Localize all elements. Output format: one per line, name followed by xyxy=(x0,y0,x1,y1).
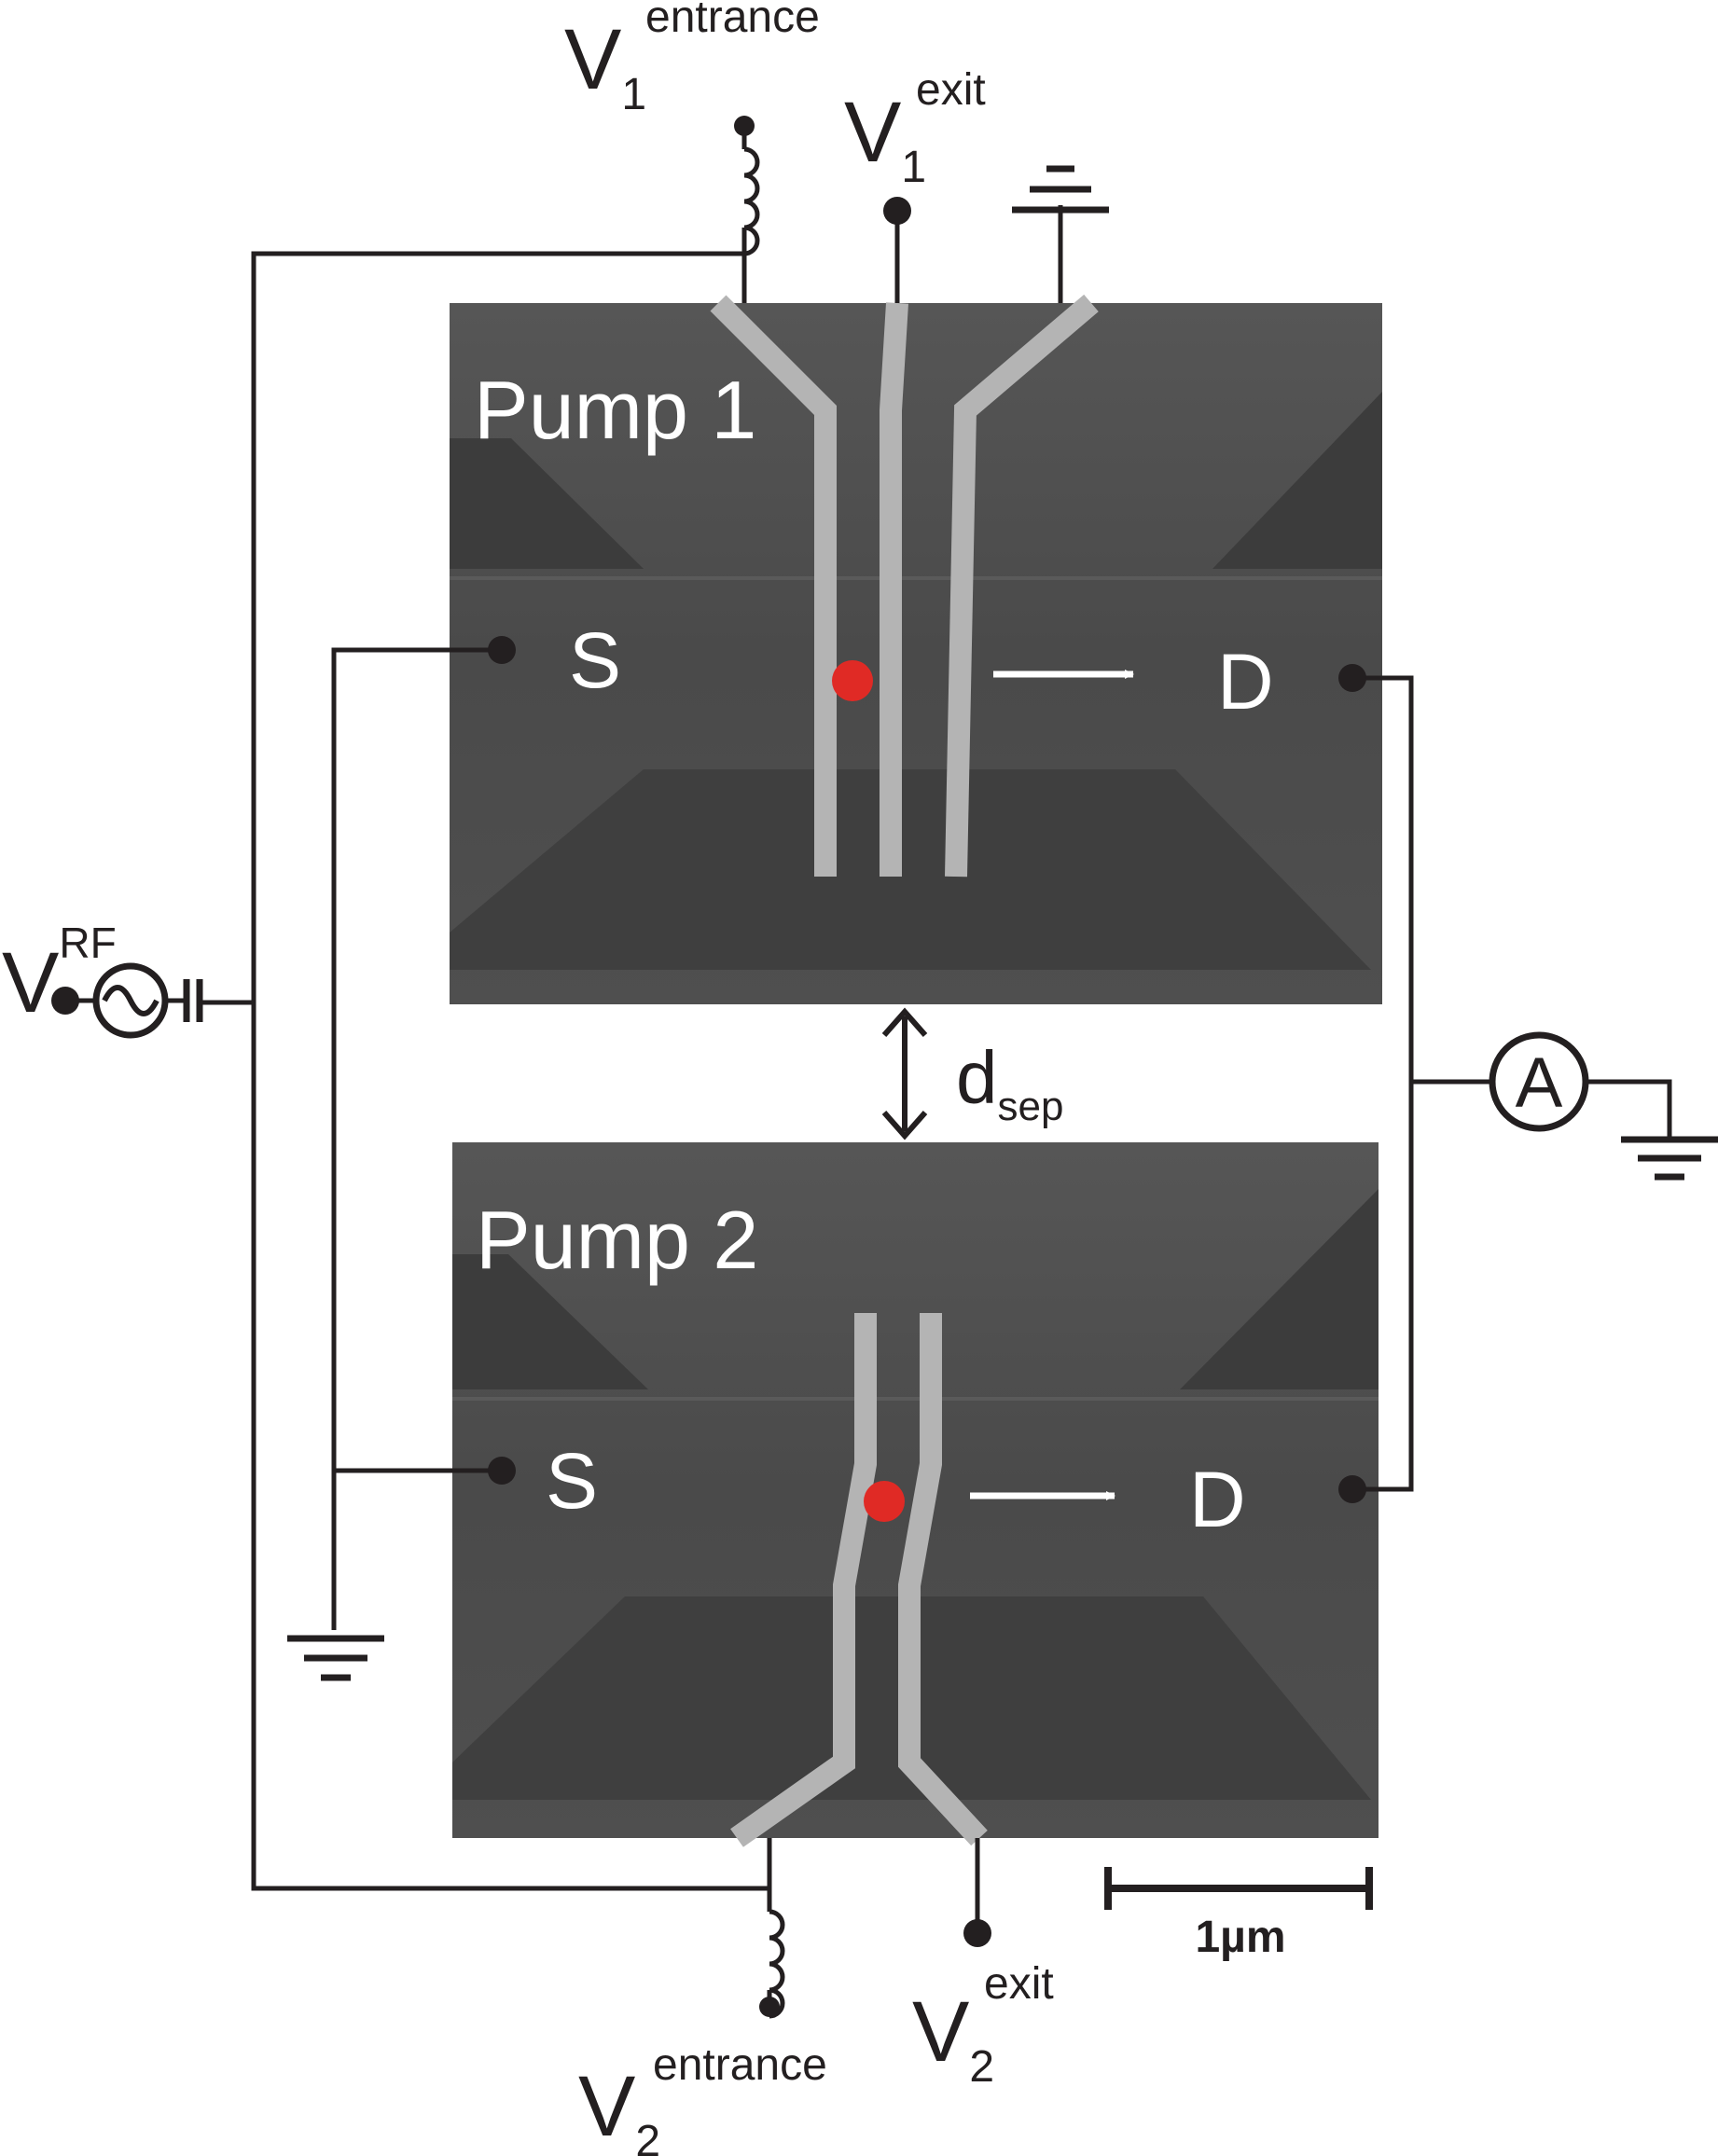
ammeter-icon xyxy=(1489,1031,1589,1132)
pump1-gate-exit xyxy=(880,302,908,877)
pump2-mesa-upper-left xyxy=(452,1254,648,1389)
v1-entrance-inductor xyxy=(743,146,760,256)
terminal-dots xyxy=(51,116,1366,2017)
v2-entrance-inductor xyxy=(769,1909,785,2019)
ground-symbols xyxy=(287,165,1718,1681)
ammeter: A xyxy=(1489,1031,1589,1132)
arrow-down-icon xyxy=(881,1111,928,1140)
arrow-up-icon xyxy=(881,1007,928,1037)
v1-exit-label: V1exit xyxy=(844,65,986,192)
v2-exit-label: V2exit xyxy=(912,1959,1054,2092)
vrf-label: VRF xyxy=(2,919,117,1030)
ground-icon-source xyxy=(287,1635,384,1681)
separation-indicator: dsep xyxy=(881,1007,1063,1140)
scale-bar: 1µm xyxy=(1104,1867,1373,1962)
pump2-mesa-upper-right xyxy=(1180,1189,1379,1389)
ground-icon-ammeter xyxy=(1621,1136,1718,1181)
rf-source xyxy=(65,962,215,1039)
pump2-source-label: S xyxy=(546,1437,598,1525)
pump1-source-label: S xyxy=(569,616,621,704)
pump1-mesa-upper-left xyxy=(450,438,644,569)
pump2-gate-exit xyxy=(898,1313,988,1846)
v1-entrance-label: V1entrance xyxy=(564,0,820,119)
ammeter-out-wire xyxy=(1587,1079,1672,1138)
ground-icon-top xyxy=(1012,165,1109,214)
scale-bar-label: 1µm xyxy=(1195,1913,1285,1962)
source-bus-wire xyxy=(331,647,502,1630)
v2-entrance-label: V2entrance xyxy=(578,2040,827,2156)
pump1-gate-entrance xyxy=(710,295,837,877)
sine-wave-icon xyxy=(102,985,159,1016)
pump1-source-terminal xyxy=(488,636,516,664)
pump2-gate-entrance xyxy=(730,1313,877,1847)
ammeter-symbol: A xyxy=(1516,1043,1563,1123)
pump2-panel: Pump 2 S D xyxy=(452,1142,1379,1847)
pump1-mesa-lower xyxy=(450,769,1371,970)
pump1-drain-label: D xyxy=(1217,638,1274,726)
pump2-source-terminal xyxy=(488,1457,516,1485)
rf-bus-wire xyxy=(251,251,772,1891)
v2-exit-terminal xyxy=(963,1919,991,1947)
pump2-drain-label: D xyxy=(1189,1456,1246,1543)
pump1-title: Pump 1 xyxy=(474,364,756,456)
v1-entrance-terminal xyxy=(734,116,755,136)
pump1-panel: Pump 1 S D xyxy=(450,294,1382,1004)
pump1-drain-terminal xyxy=(1338,664,1366,692)
pump1-mesa-upper-right xyxy=(1212,392,1382,569)
v2-entrance-terminal xyxy=(759,1997,780,2017)
v1-exit-terminal xyxy=(883,197,911,225)
separation-label: dsep xyxy=(956,1036,1063,1129)
circuit-wiring xyxy=(215,126,1672,2019)
pump2-quantum-dot xyxy=(864,1481,905,1522)
pump2-drain-terminal xyxy=(1338,1475,1366,1503)
pump1-quantum-dot xyxy=(832,660,873,701)
pump1-gate-third xyxy=(945,294,1099,878)
pump2-title: Pump 2 xyxy=(476,1194,758,1286)
